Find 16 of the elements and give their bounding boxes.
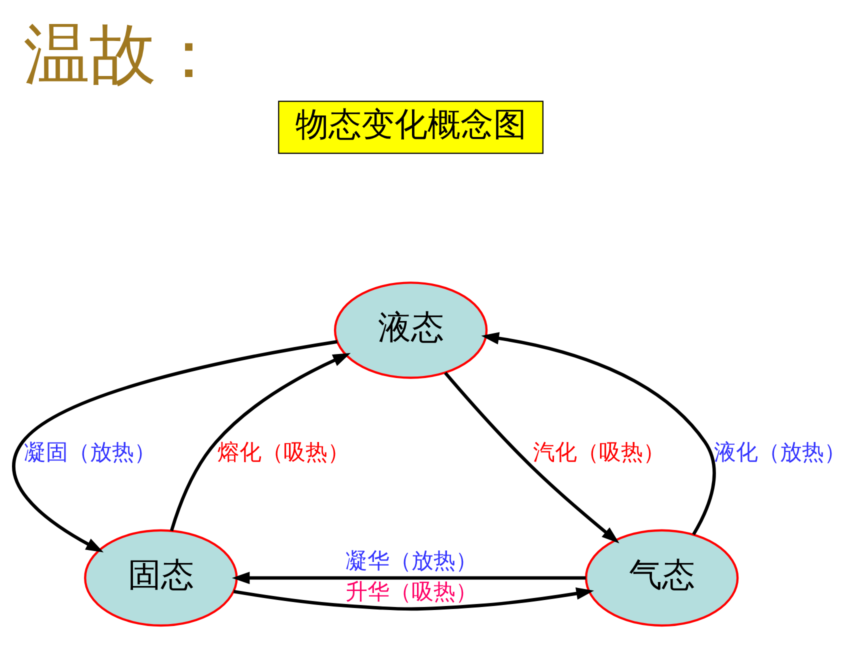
node-ellipse: 液态 bbox=[333, 282, 488, 379]
arrow bbox=[169, 353, 350, 532]
node-ellipse: 气态 bbox=[584, 529, 738, 627]
diagram-title: 温故： bbox=[22, 15, 221, 94]
arrow bbox=[480, 332, 716, 536]
arrow bbox=[232, 587, 594, 611]
edge-label: 汽化（吸热） bbox=[532, 440, 664, 466]
arrow bbox=[443, 372, 619, 544]
edge-label: 升华（吸热） bbox=[344, 578, 477, 605]
edge-label: 熔化（吸热） bbox=[217, 440, 350, 466]
edge-label: 液化（放热） bbox=[714, 440, 846, 466]
arrow bbox=[12, 340, 338, 552]
node-box: 物态变化概念图 bbox=[278, 100, 543, 154]
arrow bbox=[231, 572, 586, 584]
edge-label: 凝华（放热） bbox=[344, 548, 477, 574]
edge-label: 凝固（放热） bbox=[24, 440, 156, 466]
